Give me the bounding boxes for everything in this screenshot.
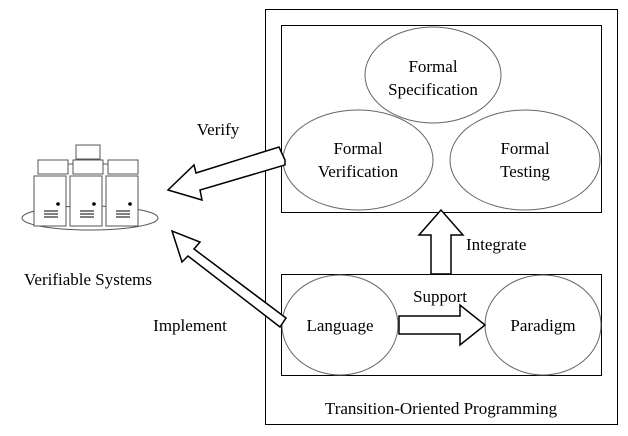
formal-testing-line2: Testing	[500, 162, 550, 181]
formal-verification-ellipse	[282, 109, 434, 211]
transition-oriented-programming-label: Transition-Oriented Programming	[325, 399, 558, 418]
formal-specification-line1: Formal	[408, 57, 457, 76]
verifiable-systems-label: Verifiable Systems	[24, 270, 152, 289]
implement-arrow	[170, 229, 288, 329]
integrate-label: Integrate	[466, 235, 526, 254]
verify-label: Verify	[197, 120, 240, 139]
formal-verification-line2: Verification	[318, 162, 399, 181]
paradigm-label: Paradigm	[510, 316, 575, 335]
server-1	[33, 175, 67, 227]
formal-specification-ellipse	[364, 26, 502, 124]
integrate-arrow	[417, 208, 465, 275]
formal-verification-line1: Formal	[333, 139, 382, 158]
formal-testing-line1: Formal	[500, 139, 549, 158]
formal-specification-line2: Specification	[388, 80, 478, 99]
support-arrow	[398, 303, 487, 347]
implement-label: Implement	[153, 316, 227, 335]
verify-arrow	[166, 146, 286, 202]
outer-frame	[265, 9, 618, 425]
support-label: Support	[413, 287, 467, 306]
formal-testing-ellipse	[449, 109, 601, 211]
server-3	[105, 175, 139, 227]
language-label: Language	[306, 316, 373, 335]
server-2	[69, 175, 103, 227]
server-cluster-icon	[21, 144, 159, 231]
